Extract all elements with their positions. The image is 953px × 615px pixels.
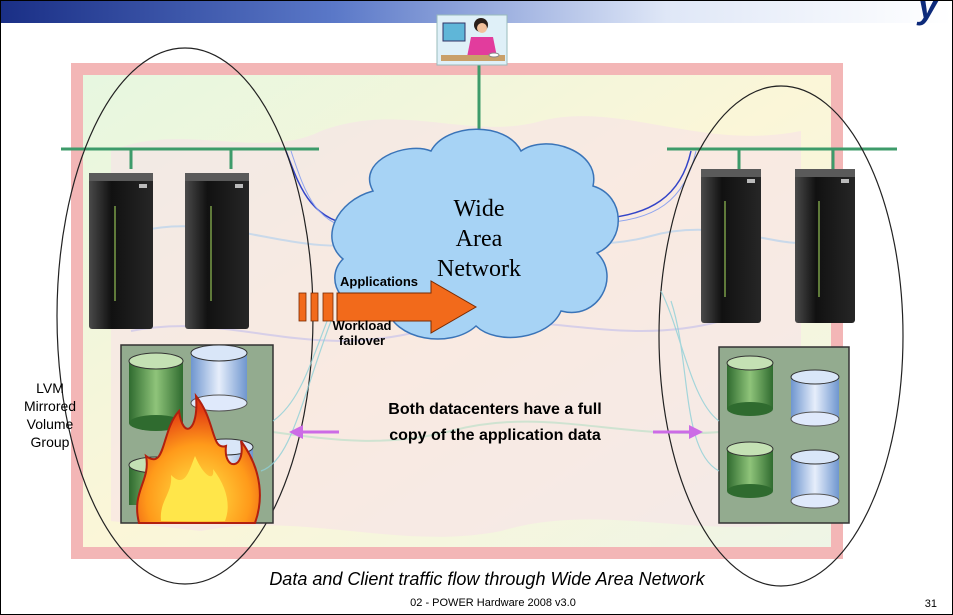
replication-links <box>260 290 720 472</box>
fire-icon <box>136 392 261 524</box>
center-message-line1: Both datacenters have a full <box>388 401 602 418</box>
footer-version: 02 - POWER Hardware 2008 v3.0 <box>410 597 576 609</box>
diagram-caption: Data and Client traffic flow through Wid… <box>269 569 705 589</box>
disk-storage-icon <box>128 352 184 431</box>
disk-storage-icon <box>790 449 840 509</box>
page-number: 31 <box>924 598 937 610</box>
center-message-line2: copy of the application data <box>389 427 601 444</box>
cloud-label-line1: Wide <box>453 196 505 222</box>
left-label-line2: Mirrored <box>23 398 77 414</box>
left-label-line4: Group <box>30 434 70 450</box>
disk-storage-icon <box>726 355 774 416</box>
disk-storage-icon <box>190 344 248 412</box>
arrow-label-workload-failover: Workload failover <box>317 318 407 348</box>
disk-storage-icon <box>726 441 774 498</box>
arrow-label-workload: Workload <box>332 318 392 333</box>
mirror-arrow-left <box>289 425 339 439</box>
mirror-arrow-right <box>653 425 703 439</box>
cloud-label-line3: Network <box>437 256 521 282</box>
arrow-label-applications: Applications <box>339 274 418 289</box>
cloud-label: Wide Area Network <box>419 194 539 284</box>
arrow-label-failover: failover <box>338 333 386 348</box>
server-rack-icon <box>701 169 761 323</box>
header-title-fragment: y <box>917 0 938 26</box>
workload-failover-arrow <box>298 280 477 334</box>
server-rack-icon <box>185 173 249 329</box>
disk-storage-icon <box>790 369 840 427</box>
server-rack-icon <box>795 169 855 323</box>
datacenter-copy-message: Both datacenters have a full copy of the… <box>337 397 653 449</box>
right-datacenter-boundary <box>658 85 904 587</box>
left-label-line3: Volume <box>26 416 74 432</box>
header-bar <box>1 1 952 23</box>
lvm-mirrored-volume-group-label: LVM Mirrored Volume Group <box>19 379 81 451</box>
server-rack-icon <box>89 173 153 329</box>
cloud-label-line2: Area <box>455 226 503 252</box>
left-label-line1: LVM <box>36 380 64 396</box>
user-at-computer-icon <box>436 14 508 66</box>
